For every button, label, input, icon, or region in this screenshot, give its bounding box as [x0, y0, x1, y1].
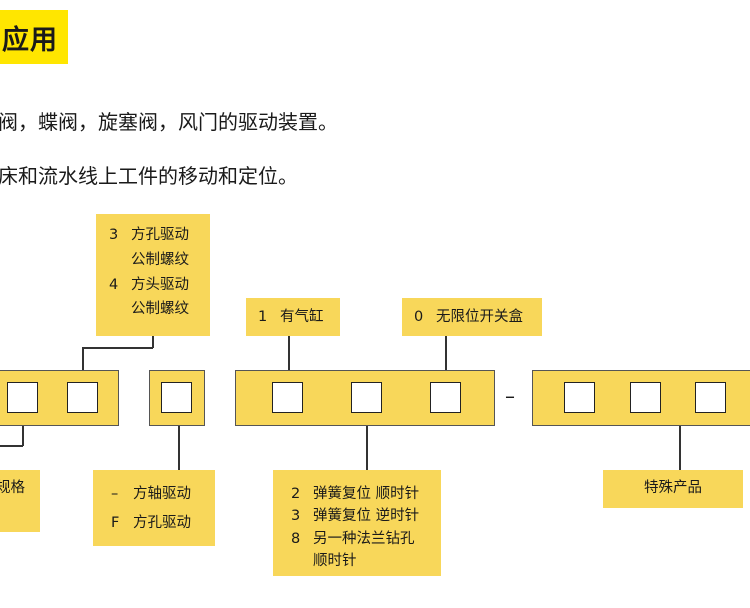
cylinder-note: 1 有气缸	[246, 298, 340, 336]
application-line-2: 机床和流水线上工件的移动和定位。	[0, 164, 298, 188]
connector-line	[22, 426, 24, 446]
connector-line	[82, 347, 153, 349]
label: 弹簧复位 顺时针	[313, 486, 420, 502]
code-slot	[564, 382, 595, 413]
drive-row-3: 4 方头驱动	[109, 275, 210, 297]
code: F	[111, 515, 120, 531]
code-group-3	[235, 370, 495, 426]
connector-line	[366, 426, 368, 470]
code: 1	[258, 309, 268, 325]
label: 方头驱动	[131, 276, 189, 293]
code: –	[111, 486, 119, 502]
label: 顺时针	[313, 553, 357, 570]
code: 3	[291, 508, 301, 525]
connector-line	[679, 426, 681, 470]
label: 另一种法兰钻孔	[313, 530, 415, 547]
label: 公制螺纹	[131, 251, 189, 268]
code-slot	[161, 382, 192, 413]
connector-line	[0, 445, 23, 447]
drive-row-1: 3 方孔驱动	[109, 225, 210, 247]
connector-line	[178, 426, 180, 470]
code: 0	[414, 309, 424, 325]
shaft-drive-note: –方轴驱动 F 方孔驱动	[93, 470, 215, 546]
connector-line	[152, 336, 154, 348]
label: 方轴驱动	[133, 486, 191, 502]
connector-line	[445, 336, 447, 370]
drive-options-note: 3 方孔驱动 公制螺纹 4 方头驱动 公制螺纹	[96, 214, 210, 336]
label: 规格	[0, 480, 25, 496]
connector-line	[288, 336, 290, 370]
label: 方孔驱动	[133, 515, 191, 531]
application-line-1: 球阀，蝶阀，旋塞阀，风门的驱动装置。	[0, 110, 338, 134]
code-group-2	[149, 370, 205, 426]
separator-dash: –	[505, 384, 515, 408]
label: 方孔驱动	[131, 227, 189, 243]
label: 有气缸	[280, 309, 324, 325]
label: 无限位开关盒	[436, 309, 523, 325]
label: 公制螺纹	[131, 301, 189, 318]
code: 8	[291, 530, 301, 547]
connector-line	[82, 347, 84, 370]
code-slot	[272, 382, 303, 413]
code: 3	[109, 227, 119, 243]
spring-return-note: 2 弹簧复位 顺时针 3 弹簧复位 逆时针 8 另一种法兰钻孔 顺时针	[273, 470, 441, 576]
drive-row-2: 公制螺纹	[109, 250, 210, 272]
size-note: 规格	[0, 470, 40, 532]
special-product-note: 特殊产品	[603, 470, 743, 508]
code: 2	[291, 486, 301, 502]
code-slot	[630, 382, 661, 413]
switchbox-note: 0 无限位开关盒	[402, 298, 542, 336]
label: 特殊产品	[644, 480, 702, 496]
code-slot	[430, 382, 461, 413]
code-group-4	[532, 370, 750, 426]
code-slot	[67, 382, 98, 413]
code-group-1	[0, 370, 119, 426]
code-slot	[7, 382, 38, 413]
code-slot	[695, 382, 726, 413]
page-title: 应用	[0, 10, 68, 64]
code-slot	[351, 382, 382, 413]
code: 4	[109, 276, 119, 293]
label: 弹簧复位 逆时针	[313, 508, 420, 525]
drive-row-4: 公制螺纹	[109, 299, 210, 321]
